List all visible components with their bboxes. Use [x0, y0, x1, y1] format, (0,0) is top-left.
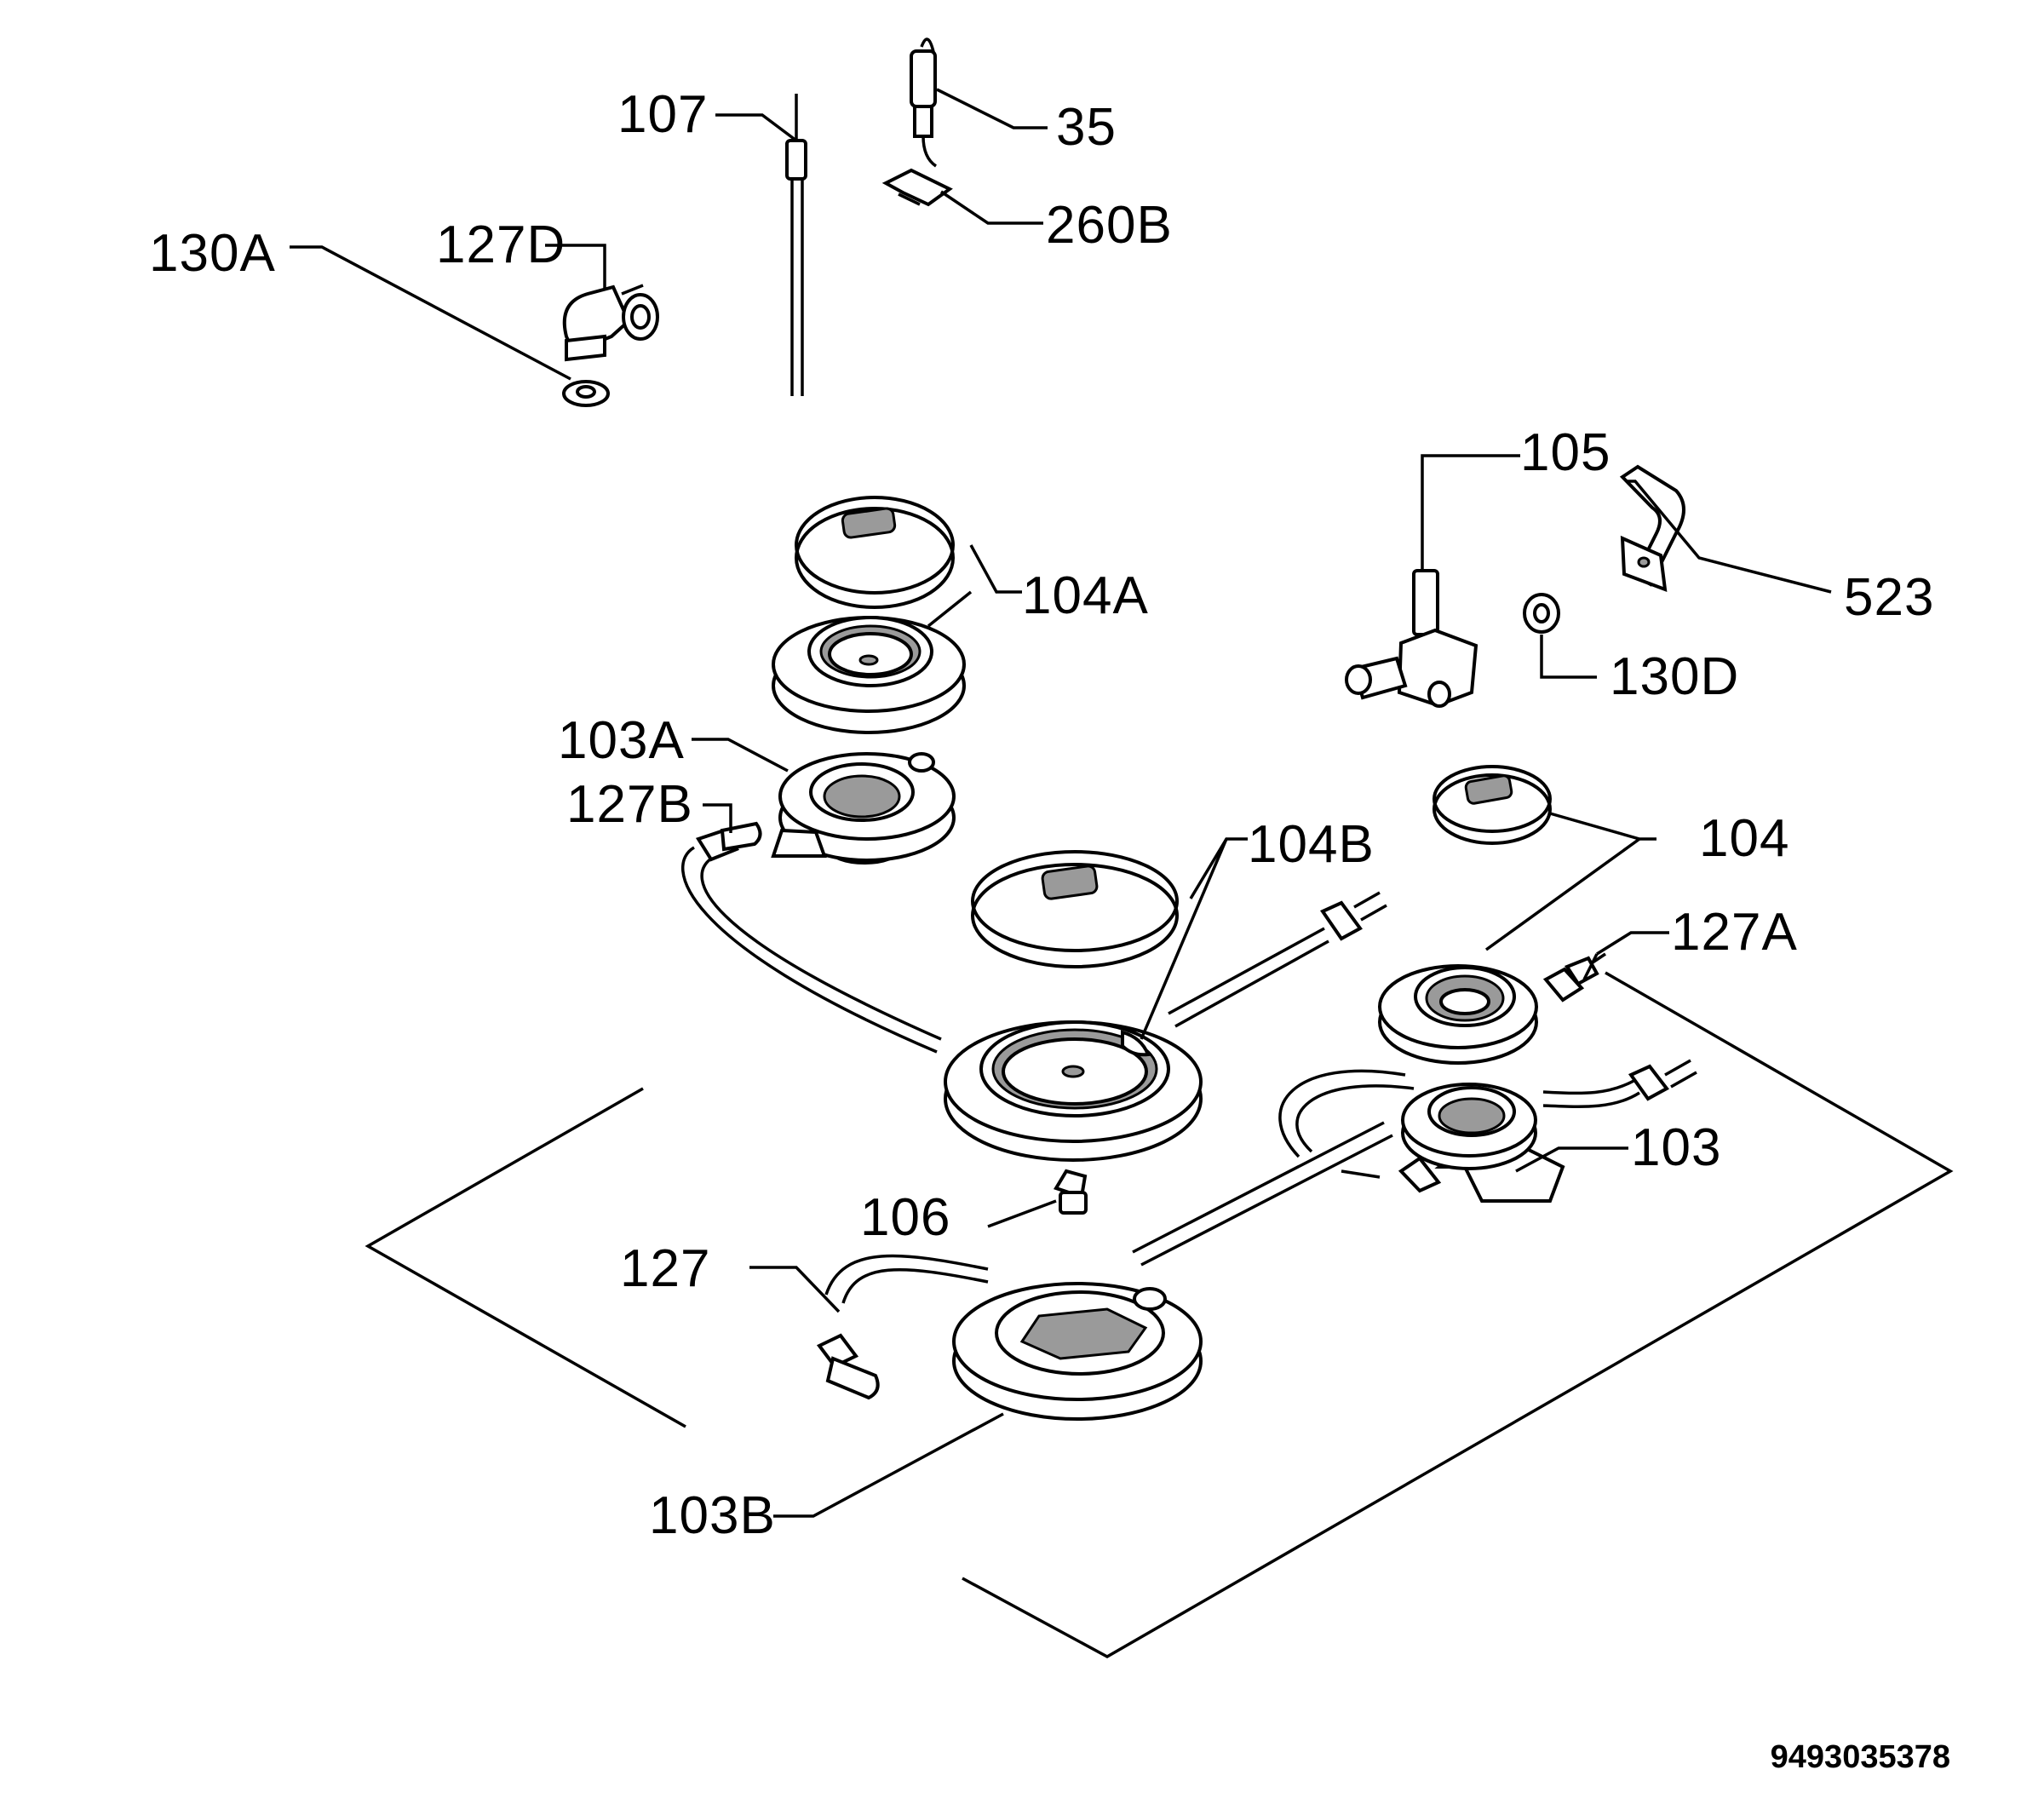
burner-base-103: [1341, 1083, 1565, 1203]
label-127a: 127A: [1671, 903, 1798, 962]
burner-cap-104b: [971, 850, 1179, 968]
gas-valve-105: [1345, 569, 1478, 708]
label-104: 104: [1699, 809, 1789, 868]
clip-260b: [881, 168, 953, 207]
hob-outline: [365, 971, 1954, 1659]
label-103b: 103B: [649, 1486, 776, 1545]
burner-crown-104a: [772, 616, 966, 734]
elbow-fitting-127d: [562, 284, 659, 362]
leader-lines: [290, 88, 1832, 1518]
washer-130d: [1523, 593, 1560, 634]
burner-cap-104: [1433, 765, 1552, 845]
pipe-127: [816, 1254, 989, 1400]
label-107: 107: [617, 85, 708, 144]
document-number: 9493035378: [1771, 1739, 1950, 1775]
label-130d: 130D: [1610, 647, 1739, 706]
burner-crown-104b: [944, 1020, 1203, 1162]
pipe-middle-diagonal: [1132, 1069, 1415, 1267]
burner-base-103a: [771, 752, 956, 865]
label-127: 127: [620, 1239, 710, 1298]
label-523: 523: [1844, 568, 1934, 627]
label-35: 35: [1056, 98, 1117, 157]
injector-106: [1054, 1169, 1088, 1215]
label-103a: 103A: [558, 711, 685, 770]
bracket-523: [1619, 464, 1685, 593]
label-104b: 104B: [1248, 815, 1375, 874]
label-260b: 260B: [1046, 196, 1173, 255]
fitting-127a: [1542, 952, 1606, 1003]
label-106: 106: [860, 1188, 950, 1247]
label-127d: 127D: [436, 215, 566, 274]
washer-130a: [562, 380, 610, 407]
pipe-127b: [680, 821, 942, 1054]
burner-crown-104: [1378, 964, 1538, 1065]
label-103: 103: [1631, 1118, 1721, 1177]
label-104a: 104A: [1022, 566, 1149, 625]
label-130a: 130A: [149, 224, 276, 283]
label-127b: 127B: [566, 775, 693, 834]
pipe-upper-right: [1168, 891, 1387, 1028]
label-105: 105: [1520, 423, 1611, 482]
spark-electrode-35: [910, 37, 938, 168]
burner-base-103b: [952, 1282, 1203, 1421]
part-labels: 107 35 260B 130A 127D 105 523 130D 104A …: [149, 85, 1934, 1545]
burner-cap-104a: [795, 496, 955, 609]
pipe-right: [1542, 1059, 1697, 1108]
